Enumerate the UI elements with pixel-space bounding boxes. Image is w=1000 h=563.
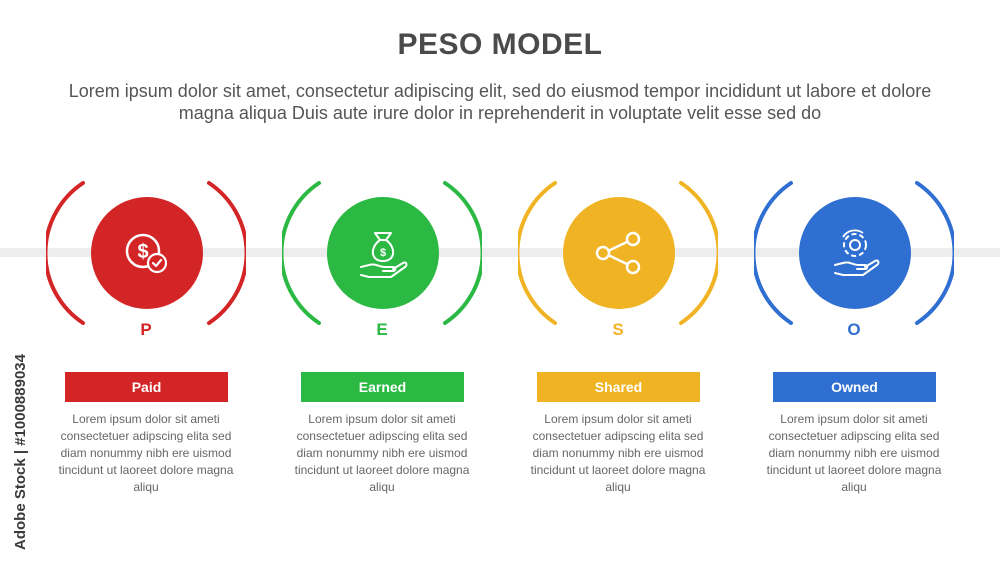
earned-letter: E xyxy=(376,320,388,339)
timeline-bar xyxy=(0,248,1000,257)
owned-letter: O xyxy=(847,320,861,339)
svg-text:$: $ xyxy=(380,247,386,259)
peso-card-paid: $ P Paid Lorem ipsum dolor sit ameti con… xyxy=(46,170,246,510)
shared-banner: Shared xyxy=(537,372,700,402)
peso-card-shared: S Shared Lorem ipsum dolor sit ameti con… xyxy=(518,170,718,510)
owned-banner: Owned xyxy=(773,372,936,402)
earned-description: Lorem ipsum dolor sit ameti consectetuer… xyxy=(294,412,470,494)
svg-text:$: $ xyxy=(137,241,148,263)
peso-card-owned: O Owned Lorem ipsum dolor sit ameti cons… xyxy=(754,170,954,510)
dollar-check-icon: $ xyxy=(125,233,168,274)
shared-letter: S xyxy=(612,320,624,339)
paid-banner: Paid xyxy=(65,372,228,402)
hand-gear-icon xyxy=(834,229,880,276)
ring-brackets xyxy=(754,181,954,325)
peso-card-earned: $ E Earned Lorem ipsum dolor sit ameti c… xyxy=(282,170,482,510)
page-title: PESO MODEL xyxy=(397,28,603,61)
shared-circle xyxy=(563,197,675,309)
shared-description: Lorem ipsum dolor sit ameti consectetuer… xyxy=(530,412,706,494)
paid-description: Lorem ipsum dolor sit ameti consectetuer… xyxy=(58,412,234,494)
owned-description: Lorem ipsum dolor sit ameti consectetuer… xyxy=(766,412,942,494)
stock-watermark: Adobe Stock | #1000889034 xyxy=(12,354,29,550)
ring-brackets xyxy=(46,181,246,325)
owned-circle xyxy=(799,197,911,309)
paid-circle: $ xyxy=(91,197,203,309)
earned-banner: Earned xyxy=(301,372,464,402)
ring-brackets xyxy=(282,181,482,325)
earned-circle: $ xyxy=(327,197,439,309)
page-subtitle: Lorem ipsum dolor sit amet, consectetur … xyxy=(68,81,932,123)
money-bag-hand-icon: $ xyxy=(360,232,408,278)
share-icon xyxy=(595,231,641,275)
paid-letter: P xyxy=(140,320,152,339)
ring-brackets xyxy=(518,181,718,325)
